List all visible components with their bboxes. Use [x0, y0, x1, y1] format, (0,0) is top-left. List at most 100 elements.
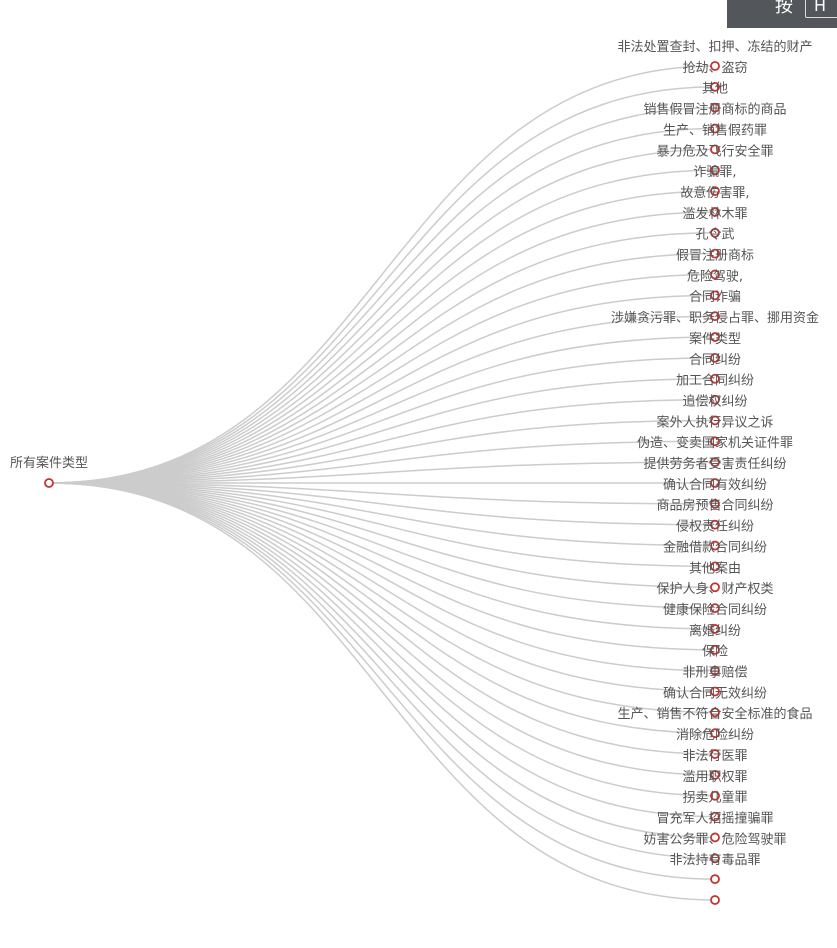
tree-node[interactable] [710, 686, 720, 697]
tree-link [48, 211, 716, 484]
tree-node[interactable] [710, 561, 720, 572]
tree-node-label: 追偿权纠纷 [682, 393, 747, 409]
toolbar-label: 按 [775, 0, 793, 17]
tree-node[interactable] [710, 707, 720, 718]
tree-node[interactable] [710, 227, 720, 238]
tree-node[interactable] [710, 478, 720, 488]
tree-node[interactable] [710, 665, 720, 676]
tree-node[interactable] [710, 603, 720, 613]
tree-node[interactable] [710, 373, 720, 384]
tree-node-label: 妨害公务罪、危险驾驶罪 [643, 831, 786, 847]
tree-link [48, 482, 716, 693]
tree-node[interactable] [710, 352, 720, 363]
tree-link [48, 169, 716, 484]
tree-node[interactable] [710, 770, 720, 780]
tree-node-label: 确认合同有效纠纷 [663, 478, 767, 493]
tree-link [48, 461, 716, 484]
tree-node[interactable] [710, 123, 720, 134]
tree-link [48, 398, 716, 484]
tree-node-label: 保护人身、财产权类 [656, 581, 773, 597]
tree-node[interactable] [710, 832, 720, 843]
tree-link [48, 127, 716, 484]
tree-link [48, 482, 716, 526]
tree-link [48, 336, 716, 484]
tree-link [48, 482, 716, 588]
tree-node[interactable] [710, 540, 720, 551]
tree-node-label: 离婚纠纷 [689, 623, 741, 639]
tree-node[interactable] [710, 207, 720, 217]
tree-node[interactable] [710, 144, 720, 155]
tree-node[interactable] [710, 728, 720, 739]
tree-node-label: 诈骗罪, [693, 165, 736, 180]
tree-node[interactable] [710, 582, 720, 593]
tree-node-label: 涉嫌贪污罪、职务侵占罪、挪用资金 [611, 310, 819, 326]
tree-node[interactable] [710, 102, 720, 113]
toolbar-button[interactable]: H [805, 0, 837, 18]
tree-node[interactable] [710, 457, 720, 468]
tree-node-label: 商品房预售合同纠纷 [656, 498, 773, 514]
root-node[interactable] [44, 478, 54, 488]
tree-link [48, 148, 716, 484]
tree-node-label: 合同诈骗 [689, 290, 741, 305]
tree-node[interactable] [710, 311, 720, 322]
tree-node-label: 健康保险合同纠纷 [663, 602, 767, 618]
tree-link [48, 482, 716, 901]
tree-link [48, 419, 716, 484]
tree-node-label: 金融借款合同纠纷 [663, 539, 767, 555]
tree-link [48, 482, 716, 630]
tree-node[interactable] [710, 248, 720, 259]
tree-node[interactable] [710, 436, 720, 447]
tree-node-label: 滥用职权罪 [682, 769, 747, 785]
tree-node[interactable] [710, 269, 720, 280]
tree-node-label: 加工合同纠纷 [676, 374, 754, 389]
tree-node[interactable] [710, 895, 720, 905]
tree-node[interactable] [710, 81, 720, 92]
tree-node[interactable] [710, 394, 720, 405]
tree-node-label: 假冒注册商标 [676, 249, 754, 264]
root-label: 所有案件类型 [10, 456, 88, 471]
tree-node-label: 拐卖儿童罪 [682, 790, 747, 806]
tree-link [48, 190, 716, 484]
tree-node[interactable] [710, 853, 720, 864]
tree-node-label: 非法处置查封、扣押、冻结的财产 [617, 39, 812, 55]
tree-link [48, 482, 716, 880]
tree-link [48, 482, 716, 839]
tree-node[interactable] [710, 874, 720, 885]
tree-link [48, 482, 716, 568]
tree-link [48, 482, 716, 547]
tree-node[interactable] [710, 519, 720, 530]
tree-link [48, 482, 716, 755]
tree-node-label: 确认合同无效纠纷 [663, 686, 767, 701]
case-type-tree: 非法处置查封、扣押、冻结的财产抢劫、盗窃其他销售假冒注册商标的商品生产、销售假药… [10, 39, 819, 905]
tree-link [48, 482, 716, 505]
tree-node[interactable] [710, 811, 720, 822]
tree-link [48, 378, 716, 484]
tree-node[interactable] [710, 415, 720, 426]
tree-node[interactable] [710, 749, 720, 759]
tree-link [48, 482, 716, 609]
tree-node[interactable] [710, 61, 720, 71]
tree-node-label: 冒充军人招摇撞骗罪 [656, 810, 773, 826]
tree-link [48, 315, 716, 484]
tree-node-label: 滥发林木罪 [682, 206, 747, 222]
tree-node[interactable] [710, 165, 720, 176]
tree-link [48, 86, 716, 484]
tree-node[interactable] [710, 332, 720, 342]
tree-link [48, 294, 716, 484]
tree-node-label: 销售假冒注册商标的商品 [643, 102, 786, 118]
toolbar: 按 H [727, 0, 837, 28]
tree-node-label: 非法行医罪 [682, 749, 747, 764]
tree-node-label: 其他 [702, 82, 728, 97]
tree-canvas: 非法处置查封、扣押、冻结的财产抢劫、盗窃其他销售假冒注册商标的商品生产、销售假药… [10, 39, 819, 905]
tree-link [48, 65, 716, 484]
tree-node[interactable] [710, 290, 720, 301]
tree-node[interactable] [710, 186, 720, 197]
tree-node[interactable] [710, 498, 720, 509]
tree-node-label: 消除危险纠纷 [676, 728, 754, 743]
tree-link [48, 482, 716, 714]
tree-node-label: 非法持有毒品罪 [669, 853, 760, 868]
tree-node[interactable] [710, 624, 720, 634]
tree-node[interactable] [710, 790, 720, 801]
tree-node-label: 生产、销售不符合安全标准的食品 [617, 706, 812, 722]
tree-node[interactable] [710, 644, 720, 655]
